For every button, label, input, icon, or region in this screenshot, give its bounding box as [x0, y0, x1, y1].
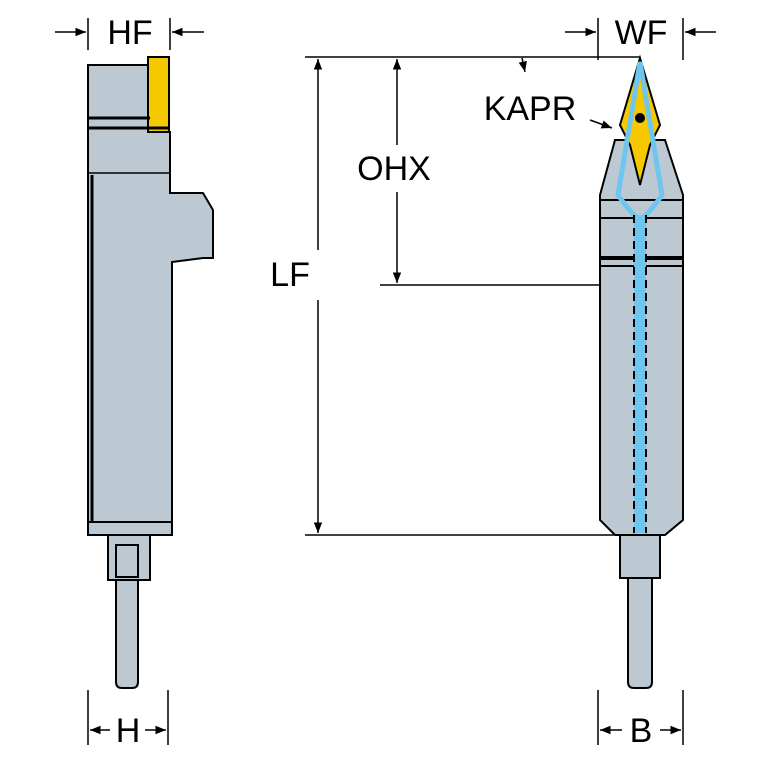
front-view — [599, 54, 684, 689]
front-pin — [627, 577, 653, 689]
dim-label-ohx: OHX — [357, 150, 431, 188]
front-shank — [619, 534, 661, 579]
side-insert — [147, 56, 170, 133]
side-body — [87, 64, 214, 531]
side-view — [87, 56, 214, 689]
dimensions — [55, 18, 716, 745]
dim-label-kapr: KAPR — [484, 90, 577, 128]
dim-label-wf: WF — [615, 14, 668, 52]
dim-label-b: B — [630, 712, 653, 750]
dim-label-h: H — [116, 712, 141, 750]
dim-label-hf: HF — [107, 14, 152, 52]
dim-label-lf: LF — [270, 256, 310, 294]
side-pin — [115, 579, 139, 689]
